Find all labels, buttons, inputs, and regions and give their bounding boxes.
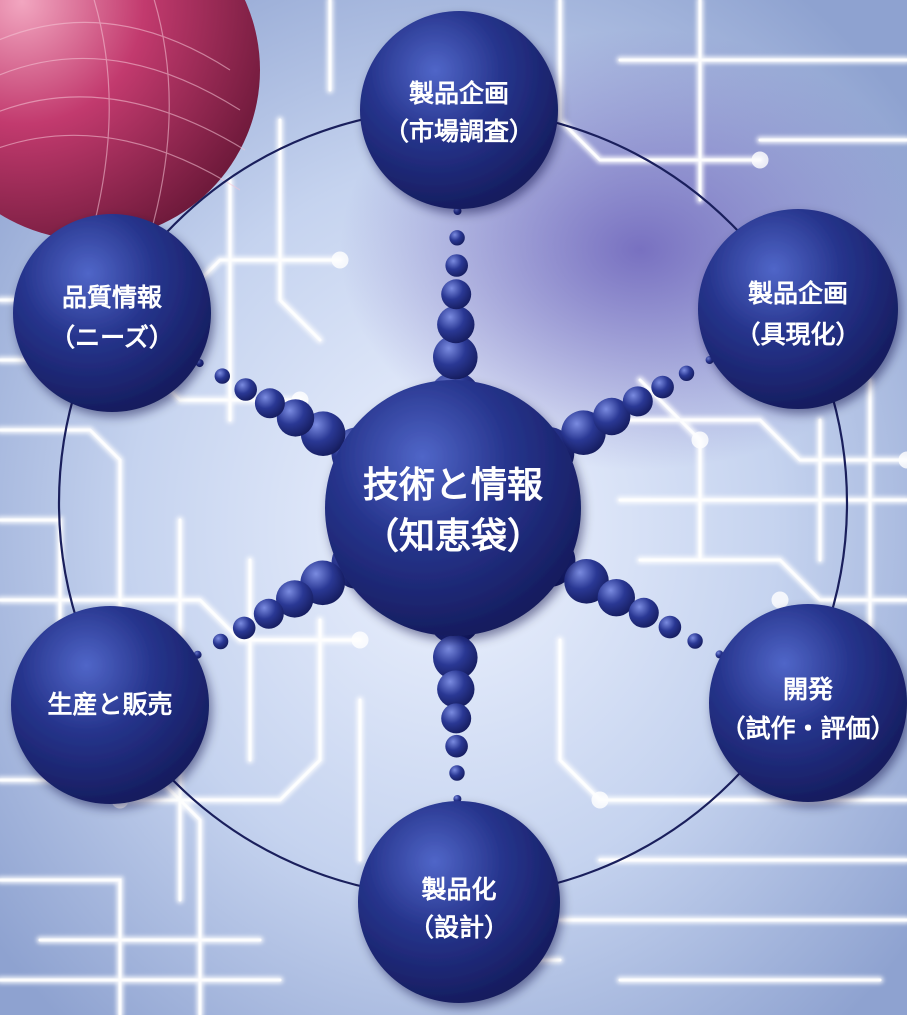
connector-bead (687, 633, 703, 649)
connector-bead (658, 615, 682, 639)
connector-bead (622, 386, 653, 417)
connector-bead (445, 254, 469, 277)
node-circle (11, 606, 209, 804)
connector-bead (453, 207, 462, 215)
node-quality-needs[interactable]: 品質情報 （ニーズ） (13, 214, 211, 412)
node-planning-concrete[interactable]: 製品企画 （具現化） (698, 209, 898, 409)
connector-bead (214, 368, 230, 384)
circuit-pad (751, 151, 769, 169)
connector-bead (678, 365, 695, 381)
node-subtitle: （具現化） (735, 320, 860, 349)
node-production-sales[interactable]: 生産と販売 (11, 606, 209, 804)
center-node-subtitle: （知恵袋） (363, 516, 543, 557)
node-title: 製品企画 (747, 279, 848, 308)
circuit-pad (898, 451, 907, 469)
node-circle (698, 209, 898, 409)
connector-bead (651, 375, 674, 399)
node-title: 生産と販売 (47, 690, 172, 719)
node-productization[interactable]: 製品化 （設計） (358, 801, 560, 1003)
connector-bead (437, 305, 475, 344)
connector-bead (254, 388, 285, 419)
connector-bead (453, 795, 462, 803)
circuit-pad (331, 251, 349, 269)
connector-bead (234, 378, 257, 401)
connector-bead (253, 598, 284, 629)
node-planning-research[interactable]: 製品企画 （市場調査） (360, 11, 558, 209)
center-node-title: 技術と情報 (363, 465, 543, 506)
node-circle (709, 604, 907, 802)
circuit-pad (771, 591, 789, 609)
connector-bead (628, 597, 659, 628)
node-title: 製品化 (420, 875, 496, 904)
connector-bead (437, 670, 475, 708)
node-circle (358, 801, 560, 1003)
connector-bead (276, 580, 314, 618)
circuit-trace (638, 558, 907, 602)
circuit-pad (691, 431, 709, 449)
connector-bead (564, 559, 609, 604)
connector-bead (449, 230, 465, 246)
node-title: 製品企画 (408, 79, 509, 108)
circuit-trace (0, 598, 362, 642)
node-subtitle: （設計） (409, 913, 509, 942)
circuit-pad (591, 791, 609, 809)
circuit-trace (558, 638, 907, 802)
connector-bead (445, 734, 468, 758)
connector-bead (449, 765, 465, 781)
node-subtitle: （試作・評価） (720, 714, 895, 743)
connector-bead (433, 334, 478, 380)
circuit-trace (558, 0, 762, 162)
circuit-trace (0, 878, 122, 1015)
center-node-circle (325, 380, 581, 636)
connector-bead (212, 633, 229, 650)
node-subtitle: （ニーズ） (50, 323, 174, 352)
node-development[interactable]: 開発 （試作・評価） (709, 604, 907, 802)
connector-bead (433, 635, 478, 680)
circuit-trace (278, 118, 322, 342)
node-circle (360, 11, 558, 209)
circuit-trace (0, 428, 122, 642)
node-title: 開発 (783, 675, 834, 704)
connector-bead (597, 579, 635, 617)
circuit-pad (351, 631, 369, 649)
node-title: 品質情報 (62, 283, 163, 312)
connector-bead (593, 397, 631, 436)
node-circle (13, 214, 211, 412)
pink-sphere-decoration (0, 0, 260, 240)
circuit-trace (118, 618, 322, 802)
connector-bead (232, 616, 256, 640)
node-subtitle: （市場調査） (384, 117, 534, 146)
center-node[interactable]: 技術と情報 （知恵袋） (325, 380, 581, 636)
connector-bead (276, 399, 315, 437)
connector-bead (441, 279, 472, 310)
connector-bead (441, 703, 472, 734)
